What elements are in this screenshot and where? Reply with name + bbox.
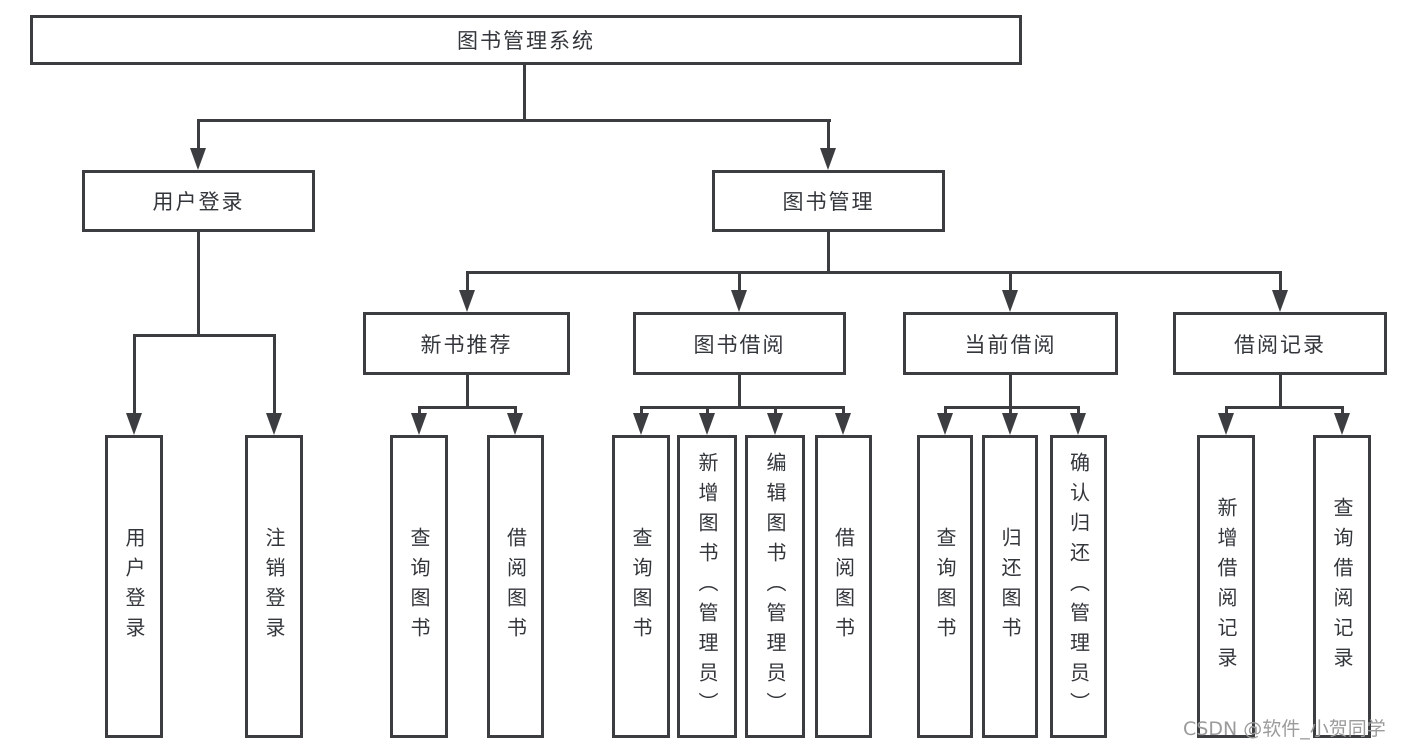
- node-label: 用户登录: [152, 190, 245, 214]
- leaf-label: 新增图书（管理员）: [695, 451, 719, 722]
- leaf-label: 新增借阅记录: [1214, 496, 1238, 677]
- leaf-label: 归还图书: [998, 526, 1022, 647]
- leaf-add-books-admin: 新增图书（管理员）: [677, 435, 737, 738]
- connector-line: [197, 120, 200, 148]
- node-book-management-system: 图书管理系统: [30, 15, 1022, 65]
- arrow-down-icon: [699, 413, 715, 435]
- node-borrowing-records: 借阅记录: [1173, 312, 1387, 375]
- node-label: 图书管理: [782, 190, 875, 214]
- node-label: 借阅记录: [1234, 332, 1326, 357]
- connector-line: [1225, 406, 1344, 409]
- arrow-down-icon: [126, 413, 142, 435]
- connector-line: [738, 272, 741, 290]
- arrow-down-icon: [190, 148, 206, 170]
- leaf-label: 注销登录: [262, 526, 286, 647]
- connector-line: [1077, 406, 1080, 413]
- connector-line: [1279, 272, 1282, 290]
- node-label: 新书推荐: [420, 332, 513, 357]
- connector-line: [514, 406, 517, 413]
- connector-line: [466, 271, 1282, 274]
- connector-line: [197, 119, 831, 122]
- node-label: 当前借阅: [964, 332, 1057, 357]
- connector-line: [197, 232, 200, 337]
- arrow-down-icon: [937, 413, 953, 435]
- connector-line: [944, 406, 947, 413]
- connector-line: [774, 406, 777, 413]
- arrow-down-icon: [507, 413, 523, 435]
- leaf-label: 用户登录: [122, 526, 146, 647]
- leaf-query-borrow-record: 查询借阅记录: [1313, 435, 1371, 738]
- connector-line: [133, 335, 136, 413]
- node-current-borrowing: 当前借阅: [903, 312, 1118, 375]
- arrow-down-icon: [820, 148, 836, 170]
- node-book-management: 图书管理: [712, 170, 945, 232]
- node-label: 图书管理系统: [457, 29, 595, 53]
- leaf-edit-books-admin: 编辑图书（管理员）: [745, 435, 805, 738]
- connector-line: [523, 65, 526, 121]
- connector-line: [418, 406, 421, 413]
- leaf-borrow-books-recommend: 借阅图书: [487, 435, 544, 738]
- leaf-label: 编辑图书（管理员）: [763, 451, 787, 722]
- arrow-down-icon: [835, 413, 851, 435]
- arrow-down-icon: [459, 290, 475, 312]
- connector-line: [706, 406, 709, 413]
- arrow-down-icon: [1070, 413, 1086, 435]
- connector-line: [827, 232, 830, 274]
- arrow-down-icon: [1272, 290, 1288, 312]
- connector-line: [1009, 375, 1012, 408]
- arrow-down-icon: [633, 413, 649, 435]
- arrow-down-icon: [731, 290, 747, 312]
- leaf-label: 借阅图书: [503, 526, 528, 647]
- connector-line: [466, 375, 469, 408]
- leaf-label: 借阅图书: [831, 526, 856, 647]
- arrow-down-icon: [1002, 290, 1018, 312]
- connector-line: [1341, 406, 1344, 413]
- leaf-label: 查询图书: [407, 526, 431, 647]
- node-label: 图书借阅: [693, 332, 786, 357]
- connector-line: [418, 406, 517, 409]
- connector-line: [738, 375, 741, 408]
- connector-line: [1279, 375, 1282, 408]
- leaf-user-login: 用户登录: [105, 435, 163, 738]
- leaf-label: 查询图书: [629, 526, 653, 647]
- leaf-label: 确认归还（管理员）: [1066, 451, 1091, 722]
- arrow-down-icon: [411, 413, 427, 435]
- csdn-watermark: CSDN @软件_小贺同学: [1183, 718, 1386, 740]
- leaf-return-books: 归还图书: [982, 435, 1038, 738]
- node-book-borrowing: 图书借阅: [633, 312, 846, 375]
- connector-line: [1009, 406, 1012, 413]
- leaf-confirm-return-admin: 确认归还（管理员）: [1050, 435, 1107, 738]
- connector-line: [827, 120, 830, 148]
- connector-line: [1009, 272, 1012, 290]
- node-user-login: 用户登录: [82, 170, 315, 232]
- arrow-down-icon: [1334, 413, 1350, 435]
- arrow-down-icon: [767, 413, 783, 435]
- connector-line: [640, 406, 845, 409]
- arrow-down-icon: [1218, 413, 1234, 435]
- connector-line: [944, 406, 1080, 409]
- leaf-query-books-borrowing: 查询图书: [612, 435, 670, 738]
- leaf-logout: 注销登录: [245, 435, 303, 738]
- leaf-query-books-current: 查询图书: [917, 435, 973, 738]
- connector-line: [273, 335, 276, 413]
- connector-line: [466, 272, 469, 290]
- arrow-down-icon: [1002, 413, 1018, 435]
- leaf-add-borrow-record: 新增借阅记录: [1197, 435, 1255, 738]
- connector-line: [1225, 406, 1228, 413]
- leaf-borrow-books-borrowing: 借阅图书: [815, 435, 872, 738]
- leaf-label: 查询图书: [933, 526, 957, 647]
- connector-line: [842, 406, 845, 413]
- arrow-down-icon: [266, 413, 282, 435]
- leaf-label: 查询借阅记录: [1330, 496, 1354, 677]
- node-new-book-recommendation: 新书推荐: [363, 312, 570, 375]
- connector-line: [640, 406, 643, 413]
- connector-line: [133, 334, 276, 337]
- leaf-query-books-recommend: 查询图书: [390, 435, 448, 738]
